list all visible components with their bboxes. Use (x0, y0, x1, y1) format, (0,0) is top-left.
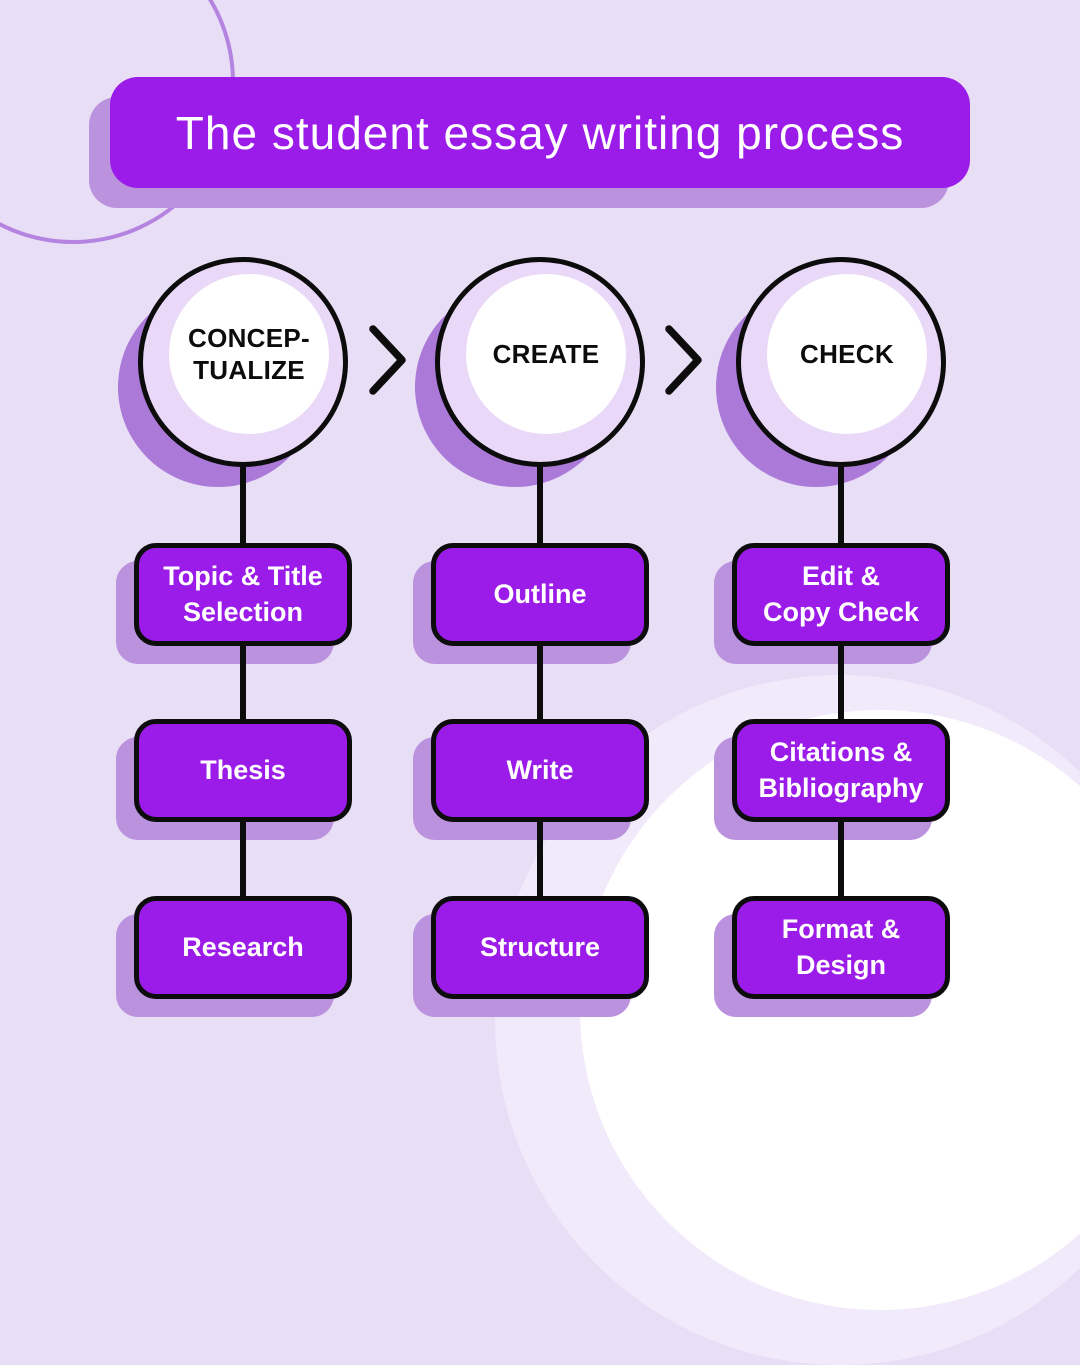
step-label-line1: Citations & (769, 736, 913, 767)
step-box: Outline (431, 543, 649, 646)
stage-column-check: CHECK Edit & Copy Check Citations & Bibl… (711, 0, 971, 1080)
step-label-line1: Thesis (200, 754, 286, 785)
step-box: Research (134, 896, 352, 999)
stage-label-line2: TUALIZE (193, 355, 305, 385)
step-box: Format & Design (732, 896, 950, 999)
page-title: The student essay writing process (175, 106, 905, 159)
flow-connector-line (240, 458, 246, 955)
flow-connector-line (537, 458, 543, 955)
step-box: Edit & Copy Check (732, 543, 950, 646)
step-label-line1: Outline (493, 578, 587, 609)
step-label-line1: Structure (479, 931, 601, 962)
flow-connector-line (838, 458, 844, 955)
step-box: Structure (431, 896, 649, 999)
step-label-line2: Copy Check (762, 596, 920, 627)
stage-circle-inner: CONCEP- TUALIZE (169, 274, 329, 434)
stage-column-conceptualize: CONCEP- TUALIZE Topic & Title Selection … (113, 0, 373, 1080)
step-label-line1: Edit & (802, 560, 880, 591)
step-label-line1: Format & (781, 913, 901, 944)
stage-circle-inner: CHECK (767, 274, 927, 434)
stage-column-create: CREATE Outline Write Structure (410, 0, 670, 1080)
step-box: Citations & Bibliography (732, 719, 950, 822)
stage-circle-inner: CREATE (466, 274, 626, 434)
step-box: Topic & Title Selection (134, 543, 352, 646)
stage-label-line1: CONCEP- (188, 322, 310, 353)
title-banner: The student essay writing process (110, 77, 970, 188)
step-box: Thesis (134, 719, 352, 822)
stage-label-line1: CREATE (492, 338, 600, 369)
step-box: Write (431, 719, 649, 822)
stage-label-line1: CHECK (800, 338, 894, 369)
chevron-right-icon (369, 325, 406, 395)
step-label-line2: Selection (182, 596, 304, 627)
step-label-line2: Bibliography (758, 772, 924, 803)
step-label-line1: Write (506, 754, 574, 785)
step-label-line1: Research (182, 931, 304, 962)
step-label-line2: Design (795, 949, 887, 980)
chevron-right-icon (665, 325, 702, 395)
step-label-line1: Topic & Title (163, 560, 323, 591)
